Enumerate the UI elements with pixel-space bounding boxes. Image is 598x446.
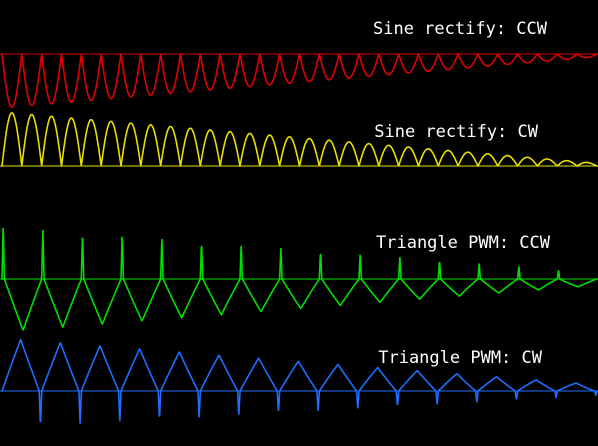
series-line-triangle-cw bbox=[1, 338, 598, 425]
label-sine-cw: Sine rectify: CW bbox=[374, 122, 539, 142]
label-triangle-ccw: Triangle PWM: CCW bbox=[376, 233, 551, 253]
trace-sine-cw: Sine rectify: CW bbox=[0, 112, 598, 167]
series-line-sine-ccw bbox=[1, 53, 598, 108]
trace-sine-ccw: Sine rectify: CCW bbox=[0, 19, 598, 108]
trace-triangle-ccw: Triangle PWM: CCW bbox=[0, 227, 598, 331]
label-sine-ccw: Sine rectify: CCW bbox=[373, 19, 548, 39]
trace-triangle-cw: Triangle PWM: CW bbox=[0, 338, 598, 425]
series-line-sine-cw bbox=[1, 112, 598, 167]
label-triangle-cw: Triangle PWM: CW bbox=[378, 348, 543, 368]
series-line-triangle-ccw bbox=[1, 227, 598, 331]
